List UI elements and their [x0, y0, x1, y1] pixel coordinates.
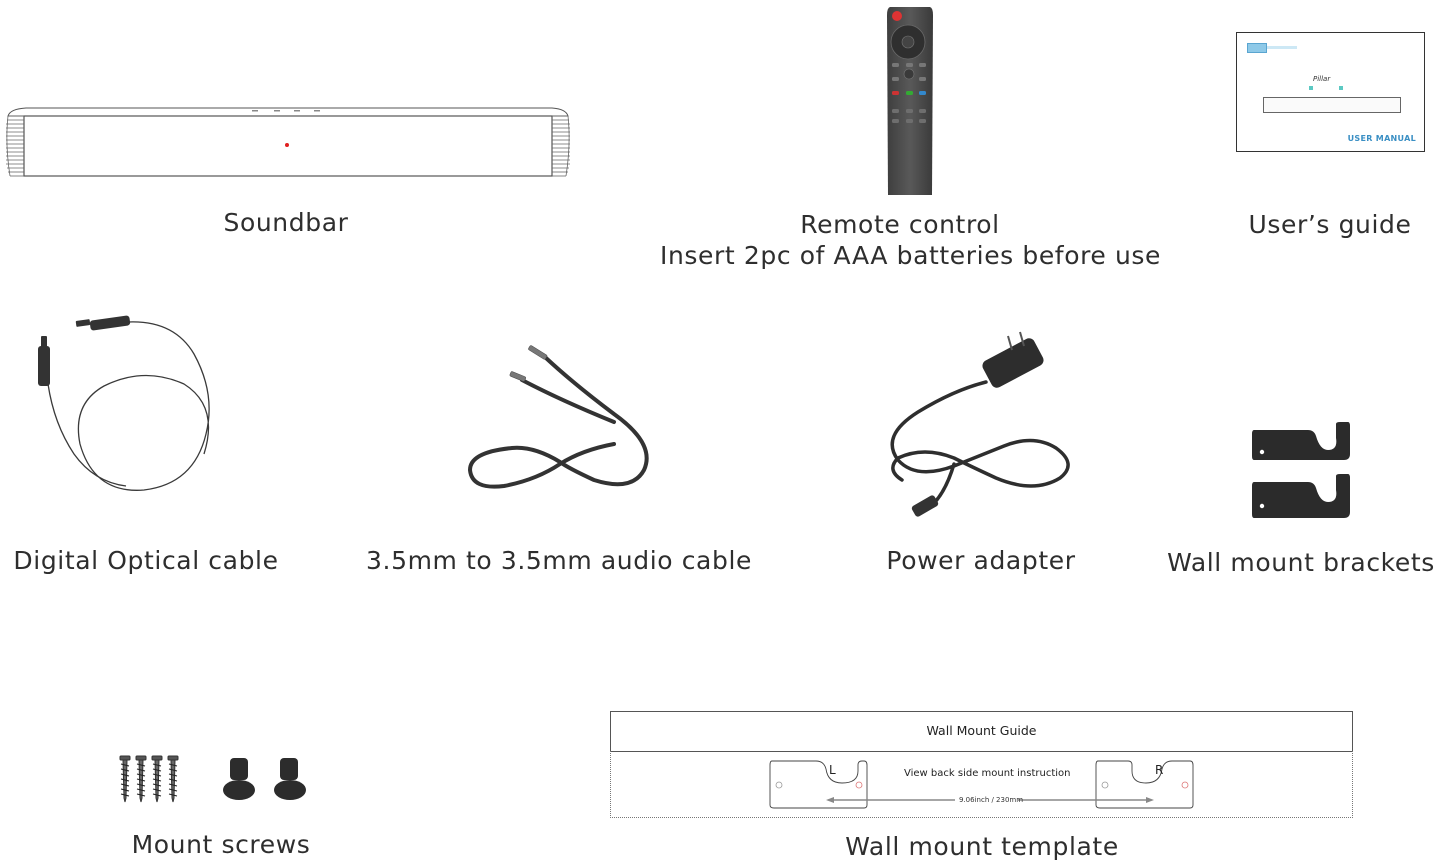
optical-cable-caption: Digital Optical cable	[13, 546, 279, 575]
manual-product-name: Pillar	[1313, 75, 1331, 83]
mount-screws-image	[119, 755, 306, 803]
remote-control-note: Insert 2pc of AAA batteries before use	[660, 241, 1162, 270]
manual-logo	[1247, 43, 1267, 53]
template-header	[610, 711, 1353, 752]
manual-soundbar-drawing	[1263, 97, 1401, 113]
remote-control-image	[887, 7, 933, 195]
audio-cable-caption: 3.5mm to 3.5mm audio cable	[366, 546, 752, 575]
power-adapter-caption: Power adapter	[886, 546, 1076, 575]
soundbar-image	[6, 107, 570, 177]
template-body	[610, 751, 1353, 818]
manual-title: USER MANUAL	[1347, 134, 1416, 143]
wall-mount-brackets-image	[1252, 422, 1350, 518]
mount-screws-caption: Mount screws	[131, 830, 311, 859]
remote-control-caption: Remote control	[800, 210, 1000, 239]
template-heading: Wall Mount Guide	[926, 723, 1037, 738]
optical-cable-image	[38, 315, 210, 491]
template-bracket-outlines	[769, 760, 1194, 809]
power-adapter-image	[890, 331, 1070, 517]
manual-legend-swatch-1	[1309, 86, 1313, 90]
soundbar-caption: Soundbar	[223, 208, 349, 237]
template-right-label: R	[1155, 763, 1164, 777]
wall-mount-brackets-caption: Wall mount brackets	[1167, 548, 1435, 577]
user-guide-image: Pillar USER MANUAL	[1236, 32, 1425, 152]
wall-mount-template: Wall Mount Guide L R View back side moun…	[610, 711, 1353, 818]
manual-legend-swatch-2	[1339, 86, 1343, 90]
template-left-label: L	[829, 763, 836, 777]
template-dimension: 9.06inch / 230mm	[959, 796, 1024, 804]
audio-cable-image	[467, 345, 649, 489]
wall-mount-template-caption: Wall mount template	[845, 832, 1119, 861]
template-instruction: View back side mount instruction	[904, 768, 1071, 779]
manual-logo-bar	[1267, 46, 1297, 49]
user-guide-caption: User’s guide	[1248, 210, 1412, 239]
